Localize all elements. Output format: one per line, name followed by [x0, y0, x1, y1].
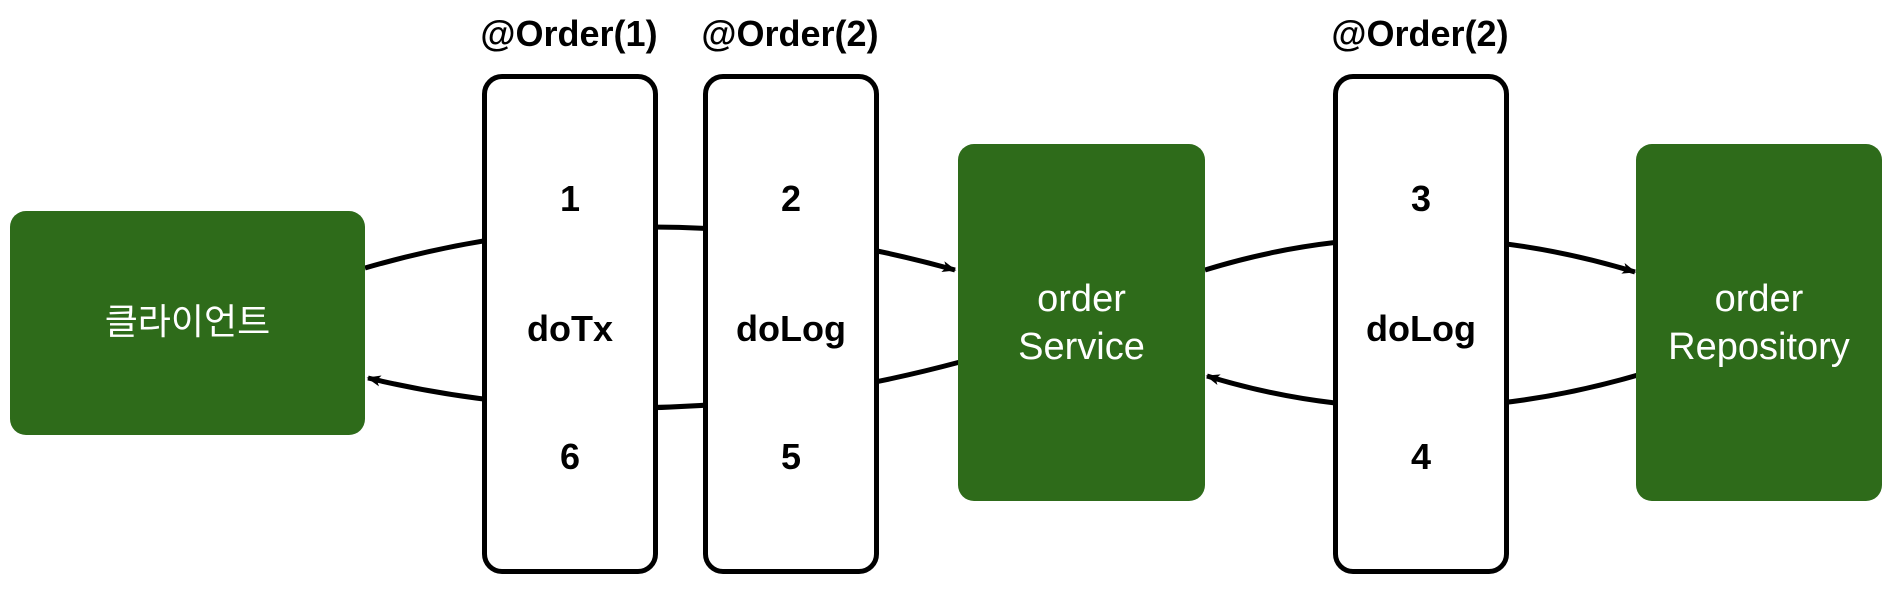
order-service-label: order Service: [1018, 277, 1145, 368]
aspect-order-label-1: @Order(1): [480, 13, 658, 54]
aspect-order-label-3: @Order(2): [1331, 13, 1509, 54]
aspect-order-label-2: @Order(2): [701, 13, 879, 54]
step-number: 6: [559, 436, 581, 477]
step-number: 3: [1410, 178, 1432, 219]
aspect-name: doTx: [527, 308, 613, 349]
step-number: 5: [780, 436, 802, 477]
aspect-box-dolog-2: 3 doLog 4: [1333, 74, 1509, 574]
order-repository-label: order Repository: [1668, 277, 1850, 368]
order-repository-node: order Repository: [1636, 144, 1882, 501]
order-service-node: order Service: [958, 144, 1205, 501]
client-label: 클라이언트: [104, 302, 271, 343]
aspect-box-dotx: 1 doTx 6: [482, 74, 658, 574]
aspect-name: doLog: [736, 308, 846, 349]
aspect-name: doLog: [1366, 308, 1476, 349]
aspect-box-dolog-1: 2 doLog 5: [703, 74, 879, 574]
client-node: 클라이언트: [10, 211, 365, 435]
step-number: 4: [1410, 436, 1432, 477]
step-number: 1: [559, 178, 581, 219]
step-number: 2: [780, 178, 802, 219]
